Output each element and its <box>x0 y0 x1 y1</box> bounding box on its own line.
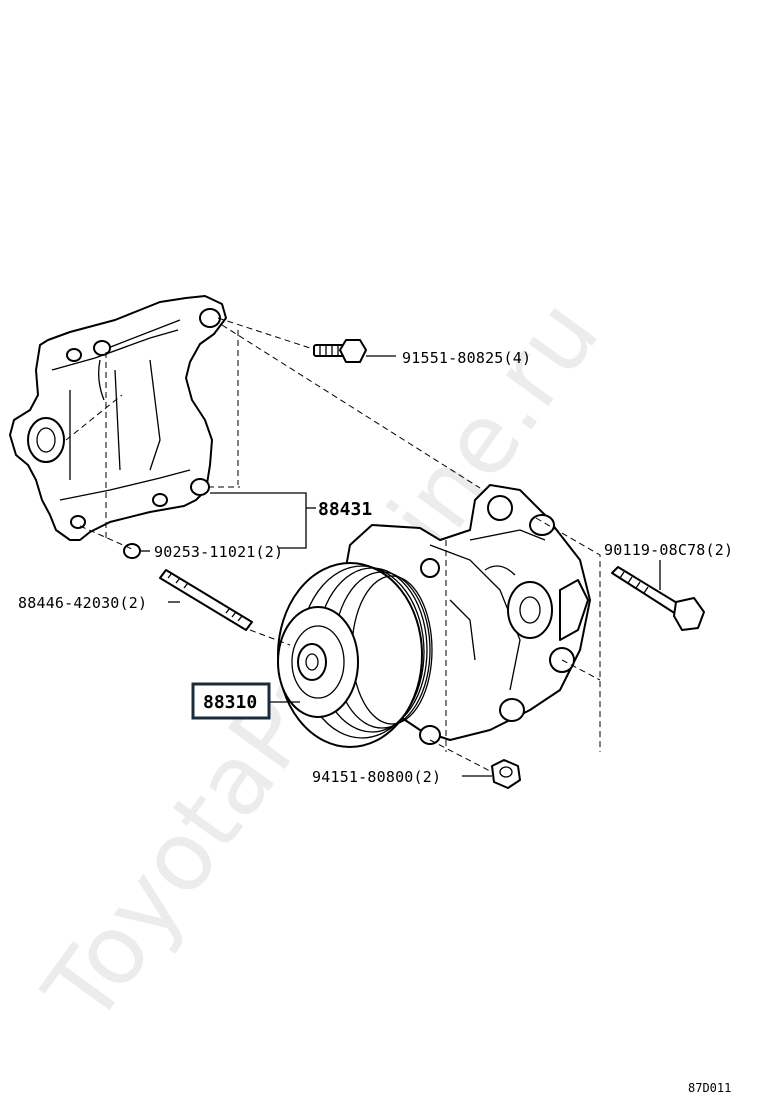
nut-94151[interactable] <box>491 759 521 789</box>
label-90119[interactable]: 90119-08C78(2) <box>604 541 733 559</box>
leader-lines <box>140 355 661 777</box>
label-88446[interactable]: 88446-42030(2) <box>18 594 147 612</box>
bolt-90119[interactable] <box>611 566 705 631</box>
label-88431[interactable]: 88431 <box>318 499 372 520</box>
highlight-box-88310 <box>191 682 271 720</box>
label-90253[interactable]: 90253-11021(2) <box>154 543 283 561</box>
bolt-91551[interactable] <box>313 339 367 363</box>
stud-88446[interactable] <box>159 569 253 631</box>
label-88310[interactable]: 88310 <box>203 692 257 713</box>
label-94151[interactable]: 94151-80800(2) <box>312 768 441 786</box>
alignment-lines <box>65 317 601 773</box>
diagram-code: 87D011 <box>688 1081 731 1095</box>
mounting-bracket[interactable] <box>9 295 227 541</box>
label-91551[interactable]: 91551-80825(4) <box>402 349 531 367</box>
compressor-pulley[interactable] <box>277 562 433 748</box>
